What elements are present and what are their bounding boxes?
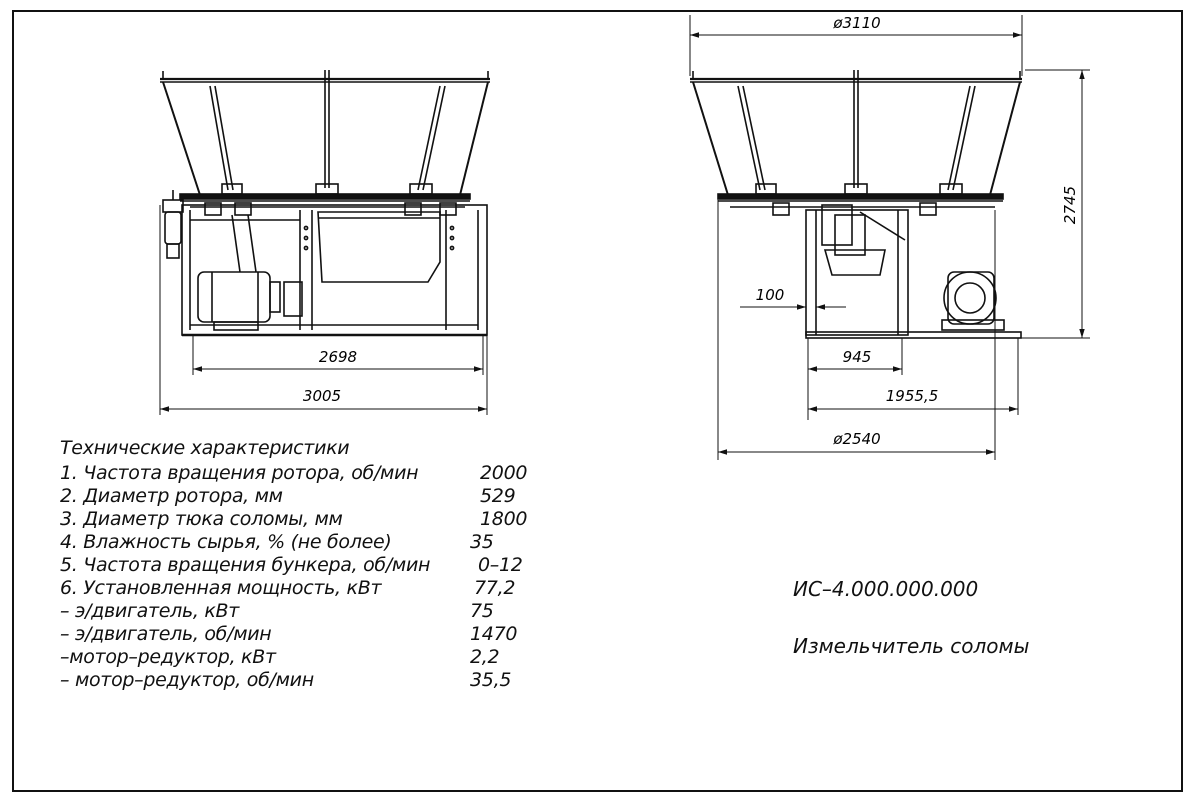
- left-rotor-housing: [317, 211, 441, 283]
- document-name: Измельчитель соломы: [793, 634, 1030, 658]
- spec-title: Технические характеристики: [60, 437, 350, 459]
- spec-value: 1800: [480, 508, 528, 530]
- document-code: ИС–4.000.000.000: [793, 577, 979, 601]
- dim-100: 100: [756, 286, 785, 304]
- spec-label: 3. Диаметр тюка соломы, мм: [60, 508, 343, 530]
- left-dimensions: [159, 205, 488, 415]
- spec-value: 0–12: [478, 554, 523, 576]
- spec-label: –мотор–редуктор, кВт: [60, 646, 276, 668]
- spec-label: 1. Частота вращения ротора, об/мин: [60, 462, 419, 484]
- spec-label: 2. Диаметр ротора, мм: [60, 485, 283, 507]
- right-ring: [717, 193, 1004, 216]
- spec-value: 529: [480, 485, 516, 507]
- dim-945: 945: [843, 348, 872, 366]
- spec-value: 35,5: [470, 669, 512, 691]
- drawing-frame: [12, 10, 1183, 792]
- spec-label: – э/двигатель, кВт: [60, 600, 240, 622]
- dim-2540: ø2540: [832, 430, 880, 448]
- spec-value: 35: [470, 531, 494, 553]
- right-hopper: [690, 70, 1022, 196]
- right-view: [689, 15, 1090, 460]
- right-support: [805, 204, 1022, 339]
- spec-label: – мотор–редуктор, об/мин: [60, 669, 314, 691]
- spec-value: 75: [470, 600, 494, 622]
- dim-2745: 2745: [1061, 186, 1079, 224]
- spec-value: 1470: [470, 623, 518, 645]
- left-view: [159, 70, 490, 415]
- dim-3005: 3005: [303, 387, 341, 405]
- right-motor: [941, 271, 1005, 331]
- spec-value: 77,2: [474, 577, 516, 599]
- left-side-unit: [162, 190, 184, 259]
- spec-label: – э/двигатель, об/мин: [60, 623, 272, 645]
- left-hopper: [160, 70, 490, 196]
- right-dimensions: [689, 15, 1090, 460]
- spec-label: 6. Установленная мощность, кВт: [60, 577, 382, 599]
- left-ring: [179, 193, 471, 216]
- spec-value: 2,2: [470, 646, 500, 668]
- spec-label: 5. Частота вращения бункера, об/мин: [60, 554, 431, 576]
- left-electric-motor: [197, 214, 303, 331]
- spec-label: 4. Влажность сырья, % (не более): [60, 531, 392, 553]
- spec-value: 2000: [480, 462, 528, 484]
- dim-3110: ø3110: [832, 14, 880, 32]
- left-base-frame: [181, 204, 488, 337]
- dim-1955-5: 1955,5: [886, 387, 939, 405]
- dim-2698: 2698: [319, 348, 357, 366]
